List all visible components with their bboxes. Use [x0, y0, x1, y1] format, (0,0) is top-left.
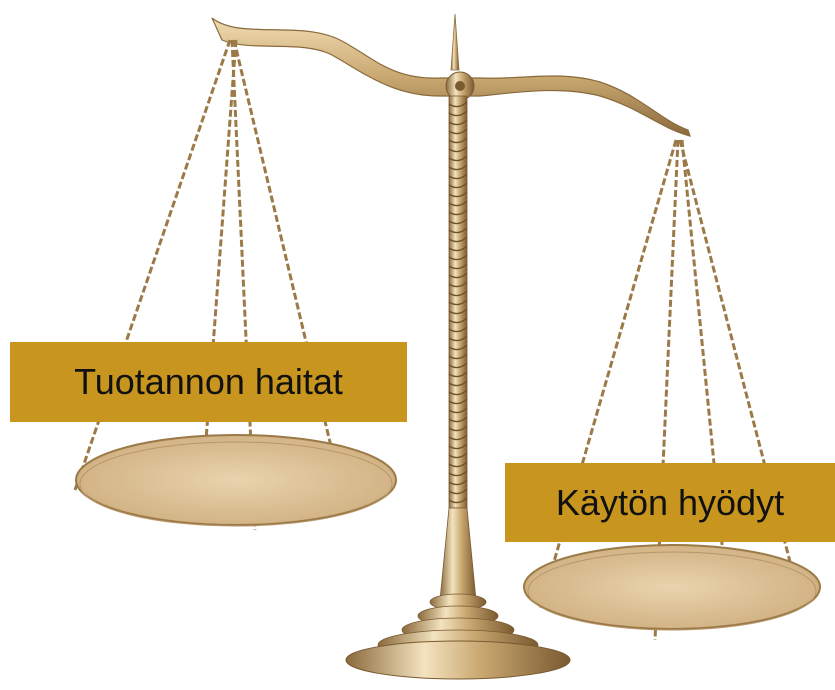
finial — [450, 13, 460, 71]
column-twist — [448, 164, 468, 171]
column-twist — [448, 254, 468, 261]
column-twist — [448, 209, 468, 216]
column-twist — [448, 245, 468, 252]
column-twist — [448, 317, 468, 324]
column-twist — [448, 497, 468, 504]
column-twist — [448, 119, 468, 126]
label-production-drawbacks: Tuotannon haitat — [74, 361, 343, 402]
column-twist — [448, 110, 468, 117]
column-twist — [448, 308, 468, 315]
column-twist — [448, 335, 468, 342]
column-twist — [448, 371, 468, 378]
column-twist — [448, 425, 468, 432]
column-twist — [448, 218, 468, 225]
column — [448, 95, 468, 509]
column-twist — [448, 101, 468, 108]
left-label-box — [10, 342, 407, 422]
column-twist — [448, 443, 468, 450]
column-twist — [448, 461, 468, 468]
column-twist — [448, 488, 468, 495]
column-twist — [448, 326, 468, 333]
column-twist — [448, 137, 468, 144]
column-twist — [448, 182, 468, 189]
column-twist — [448, 344, 468, 351]
column-twist — [448, 227, 468, 234]
column-twist — [448, 479, 468, 486]
column-twist — [448, 389, 468, 396]
column-twist — [448, 299, 468, 306]
column-twist — [448, 281, 468, 288]
right-label-box — [505, 463, 835, 542]
base — [345, 507, 571, 680]
column-twist — [448, 452, 468, 459]
column-twist — [448, 263, 468, 270]
column-twist — [448, 146, 468, 153]
right-pan — [523, 544, 821, 631]
column-twist — [448, 416, 468, 423]
column-twist — [448, 407, 468, 414]
column-twist — [448, 191, 468, 198]
column-twist — [448, 353, 468, 360]
column-twist — [448, 272, 468, 279]
label-usage-benefits: Käytön hyödyt — [555, 481, 785, 523]
column-twist — [448, 362, 468, 369]
column-twist — [448, 155, 468, 162]
column-twist — [448, 380, 468, 387]
column-twist — [448, 470, 468, 477]
column-twist — [448, 290, 468, 297]
column-twist — [448, 434, 468, 441]
beam — [211, 17, 691, 137]
column-twist — [448, 236, 468, 243]
column-twist — [448, 200, 468, 207]
column-twist — [448, 398, 468, 405]
column-twist — [448, 128, 468, 135]
left-pan — [75, 434, 397, 527]
column-twist — [448, 173, 468, 180]
